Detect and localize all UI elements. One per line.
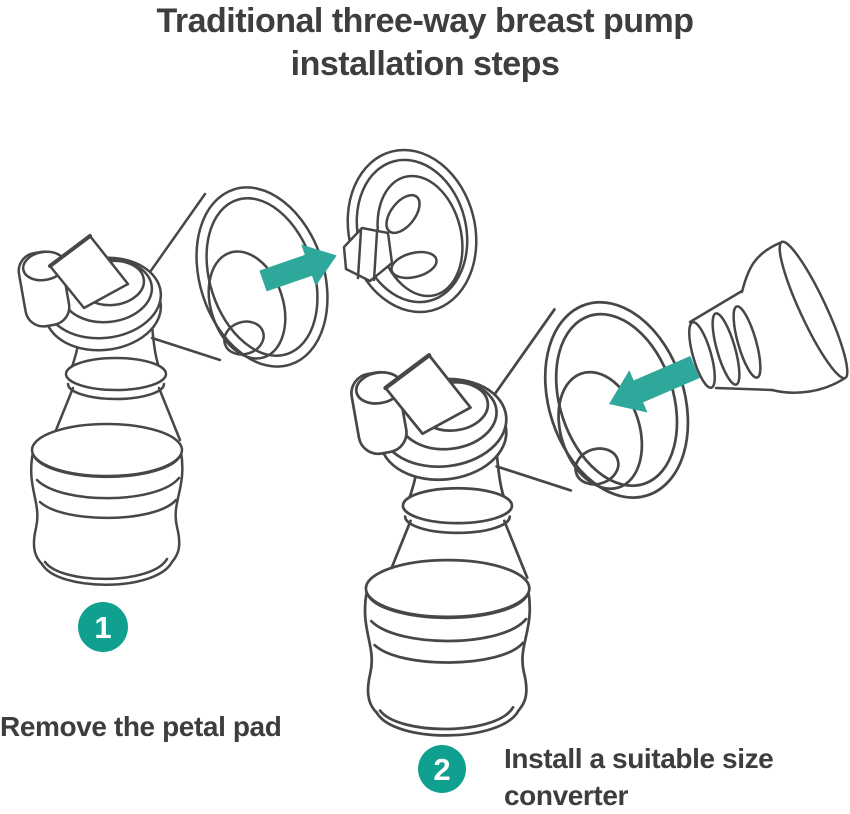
step1-badge: 1	[78, 602, 128, 652]
step1-badge-circle	[78, 602, 128, 652]
step2-label: Install a suitable size converter	[504, 740, 774, 814]
step2-label-line2: converter	[504, 780, 629, 811]
step2-badge-circle	[418, 745, 466, 793]
size-converter-illustration	[687, 240, 849, 394]
page-title-line1: Traditional three-way breast pump	[156, 2, 694, 40]
arrow-down-left-icon	[609, 356, 700, 413]
step1-label: Remove the petal pad	[0, 711, 282, 742]
pump-assembly-step2-illustration	[348, 284, 711, 736]
page-title-line2: installation steps	[290, 45, 560, 83]
petal-pad-illustration	[342, 148, 478, 314]
step2-badge: 2	[418, 745, 466, 793]
pump-assembly-step1-illustration	[13, 168, 352, 587]
step1-badge-number: 1	[94, 610, 111, 645]
step2-badge-number: 2	[433, 752, 450, 787]
page-title: Traditional three-way breast pump instal…	[0, 0, 850, 86]
arrow-right-icon	[259, 244, 337, 292]
step2-label-line1: Install a suitable size	[504, 743, 774, 774]
